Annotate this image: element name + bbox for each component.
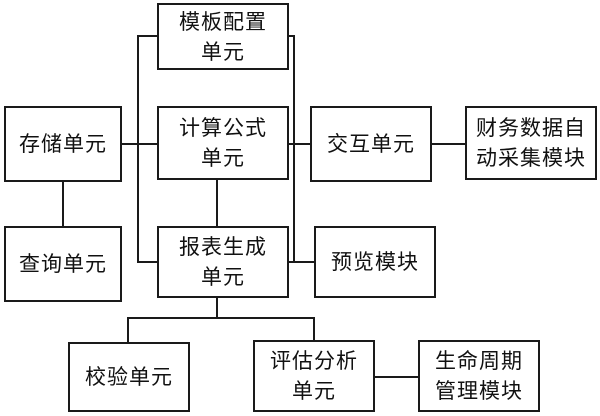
- lifecycle-management-module: 生命周期 管理模块: [418, 340, 540, 412]
- preview-module: 预览模块: [314, 226, 436, 298]
- lifecycle-management-module-label: 生命周期 管理模块: [435, 349, 523, 403]
- evaluation-analysis-unit-label: 评估分析 单元: [270, 349, 358, 403]
- storage-unit: 存储单元: [4, 106, 122, 182]
- query-unit: 查询单元: [4, 226, 122, 302]
- query-unit-label: 查询单元: [19, 252, 107, 276]
- finance-data-collection-module: 财务数据自 动采集模块: [465, 106, 597, 180]
- report-generation-unit-label: 报表生成 单元: [179, 235, 267, 289]
- evaluation-analysis-unit: 评估分析 单元: [253, 340, 375, 412]
- formula-unit-label: 计算公式 单元: [179, 116, 267, 170]
- storage-unit-label: 存储单元: [19, 132, 107, 156]
- template-config-unit-label: 模板配置 单元: [179, 9, 267, 64]
- formula-unit: 计算公式 单元: [157, 106, 289, 180]
- validation-unit: 校验单元: [68, 342, 190, 412]
- template-config-unit: 模板配置 单元: [157, 3, 289, 70]
- preview-module-label: 预览模块: [331, 250, 419, 274]
- interaction-unit-label: 交互单元: [327, 132, 415, 156]
- interaction-unit: 交互单元: [310, 106, 432, 182]
- report-generation-unit: 报表生成 单元: [157, 226, 289, 298]
- finance-data-collection-module-label: 财务数据自 动采集模块: [476, 116, 586, 170]
- validation-unit-label: 校验单元: [85, 365, 173, 389]
